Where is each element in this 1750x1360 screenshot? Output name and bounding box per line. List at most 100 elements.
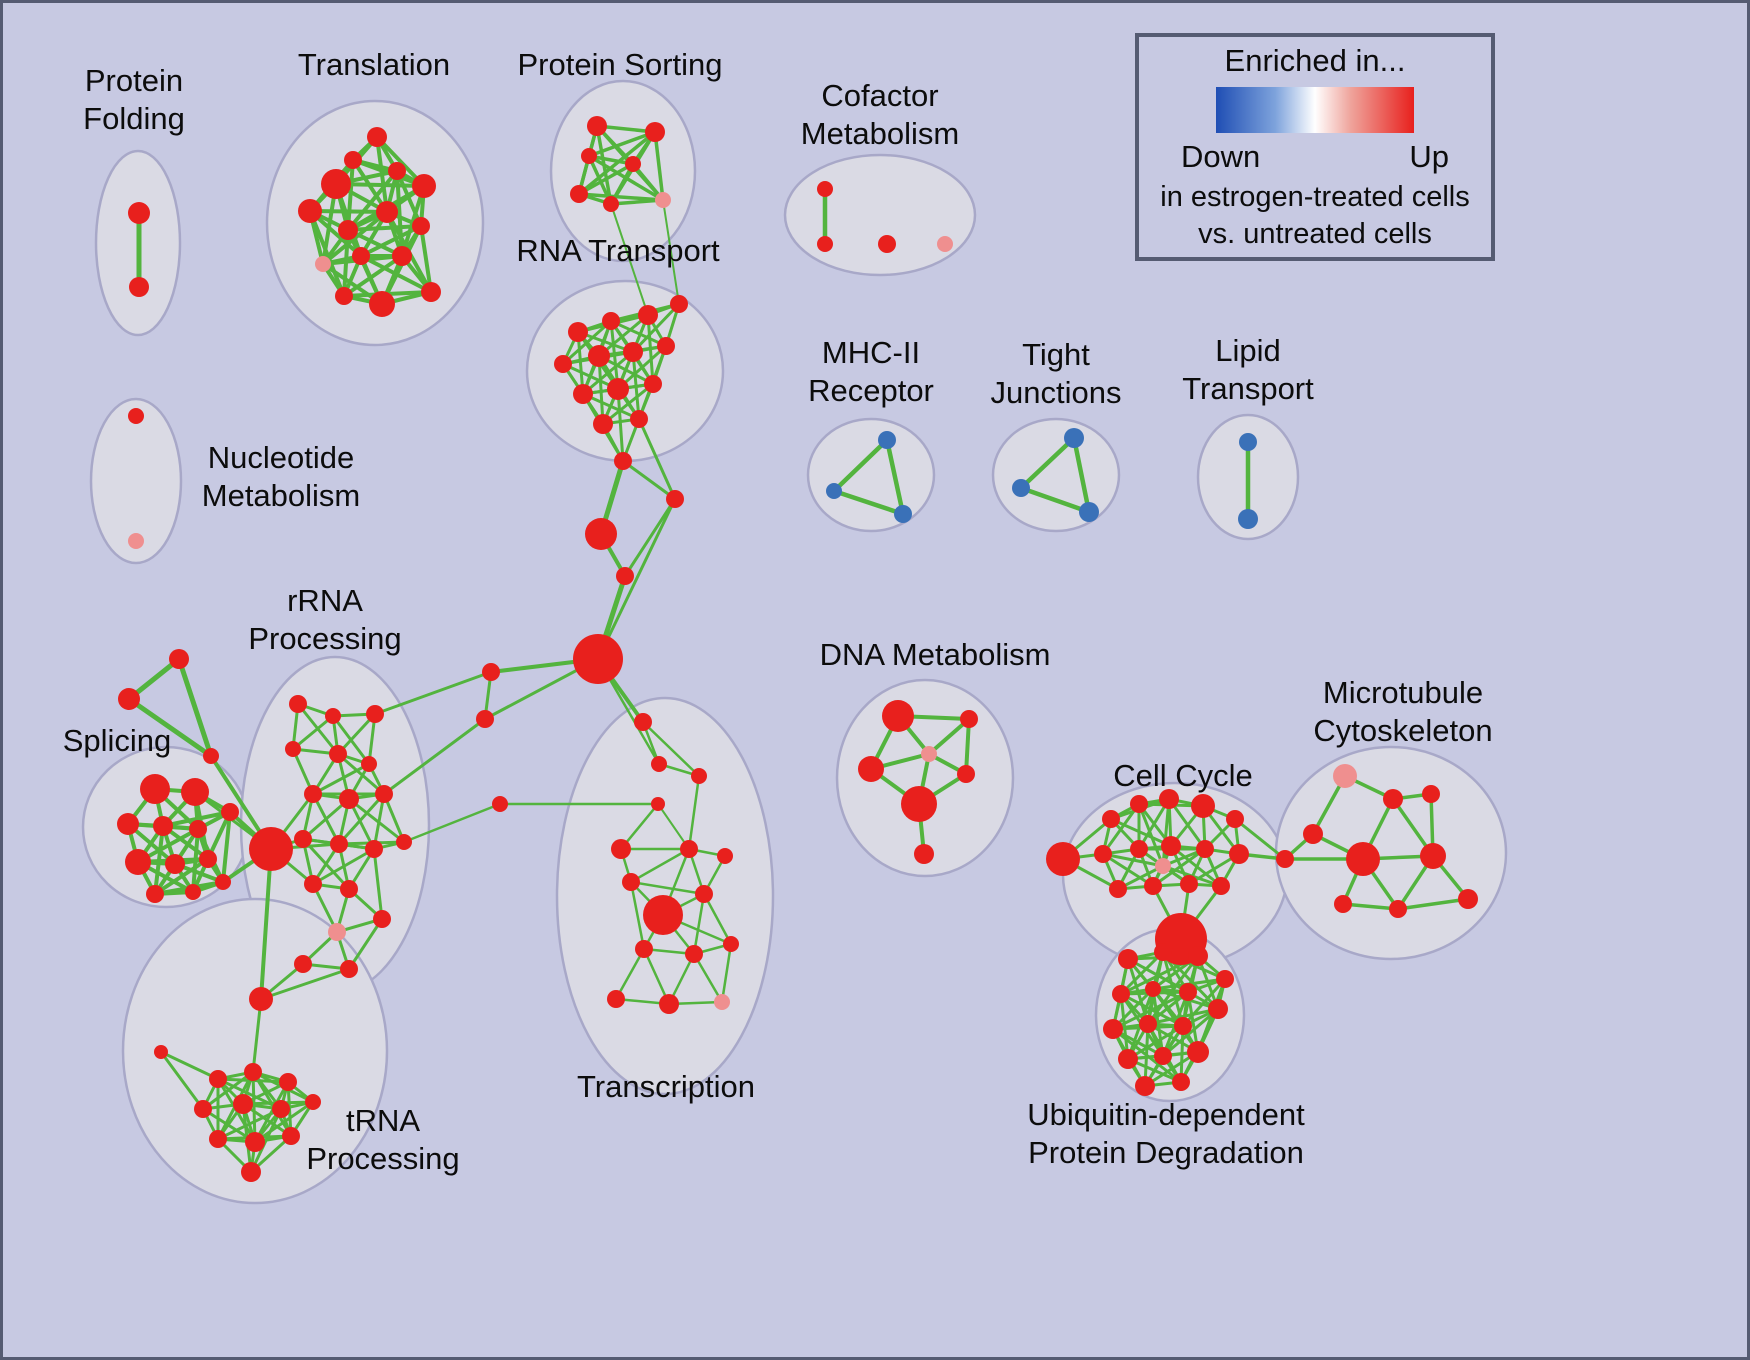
network-edge	[159, 1050, 220, 1081]
gene-set-node-red	[233, 1094, 253, 1114]
network-edge	[259, 847, 273, 1001]
gene-set-node-red	[644, 375, 662, 393]
network-edge	[629, 847, 691, 884]
gene-set-node-red	[375, 785, 393, 803]
network-edge	[831, 488, 906, 517]
gene-set-node-red	[1187, 1041, 1209, 1063]
cluster-ellipse-layer	[81, 79, 1508, 1205]
network-edge	[311, 847, 376, 886]
network-edge	[653, 130, 665, 202]
gene-set-node-red	[339, 789, 359, 809]
legend-subtitle: in estrogen-treated cells vs. untreated …	[1160, 179, 1470, 253]
legend-subtitle-line2: vs. untreated cells	[1198, 218, 1432, 250]
cluster-label-lipid-transport: Transport	[1182, 371, 1314, 406]
cluster-label-transcription: Transcription	[577, 1069, 755, 1104]
gene-set-node-red	[154, 1045, 168, 1059]
gene-set-node-red	[1118, 1049, 1138, 1069]
gene-set-node-red	[1226, 810, 1244, 828]
gene-set-node-red	[670, 295, 688, 313]
gene-set-node-red	[634, 713, 652, 731]
network-edge	[251, 1070, 257, 1144]
gene-set-node-red	[215, 874, 231, 890]
gene-set-node-red	[960, 710, 978, 728]
gene-set-node-red	[305, 1094, 321, 1110]
gene-set-node-red	[1130, 840, 1148, 858]
gene-set-node-red	[1130, 795, 1148, 813]
gene-set-node-red	[1154, 1047, 1172, 1065]
gene-set-node-red	[344, 151, 362, 169]
gene-set-node-red	[603, 196, 619, 212]
gene-set-node-red	[723, 936, 739, 952]
gene-set-node-red	[369, 291, 395, 317]
network-edge	[251, 997, 263, 1074]
network-edge	[561, 319, 613, 366]
gene-set-node-red	[1196, 840, 1214, 858]
network-edge	[1119, 950, 1165, 996]
network-edge	[253, 1100, 315, 1144]
gene-set-node-red	[1303, 824, 1323, 844]
gene-set-node-red	[651, 797, 665, 811]
network-edge	[201, 1070, 255, 1111]
gene-set-node-red	[588, 345, 610, 367]
network-edge	[347, 797, 406, 844]
cluster-label-splicing: Splicing	[63, 723, 172, 758]
legend-gradient-bar	[1216, 87, 1414, 133]
gene-set-node-red	[146, 885, 164, 903]
network-edge	[359, 224, 423, 258]
network-edge	[576, 330, 585, 396]
cluster-label-microtubule-cytoskeleton: Cytoskeleton	[1313, 713, 1492, 748]
network-edge	[577, 162, 635, 196]
network-edge	[1018, 485, 1092, 515]
gene-set-node-red	[616, 567, 634, 585]
network-edge	[629, 880, 646, 951]
gene-set-node-red	[878, 235, 896, 253]
gene-set-node-pink	[937, 236, 953, 252]
gene-set-node-red	[817, 181, 833, 197]
network-edge	[221, 810, 232, 884]
gene-set-node-red	[376, 201, 398, 223]
network-edge	[176, 656, 214, 759]
gene-set-node-red	[625, 156, 641, 172]
gene-set-node-red	[630, 410, 648, 428]
gene-set-node-red	[635, 940, 653, 958]
gene-set-node-red	[272, 1100, 290, 1118]
network-edge	[153, 857, 210, 896]
network-edge	[621, 459, 677, 501]
gene-set-node-red	[1046, 842, 1080, 876]
gene-set-node-red	[1229, 844, 1249, 864]
network-edge	[402, 802, 502, 844]
network-edge	[346, 169, 399, 232]
cluster-label-protein-folding: Folding	[83, 101, 185, 136]
legend-endpoint-labels: Down Up	[1181, 139, 1449, 175]
cluster-ellipse-mhc2-receptor	[806, 417, 936, 533]
gene-set-node-red	[325, 708, 341, 724]
network-edge	[702, 892, 733, 946]
gene-set-node-pink	[1155, 858, 1171, 874]
gene-set-node-red	[1212, 877, 1230, 895]
gene-set-node-red	[1159, 789, 1179, 809]
network-edge	[581, 350, 635, 396]
cluster-label-trna-processing: Processing	[306, 1141, 459, 1176]
gene-set-node-red	[298, 199, 322, 223]
gene-set-node-red	[1154, 943, 1172, 961]
network-edge	[577, 192, 665, 202]
cluster-ellipse-nucleotide-metabolism	[89, 397, 183, 565]
gene-set-node-blue	[826, 483, 842, 499]
network-edge	[631, 302, 681, 354]
network-edge	[642, 947, 671, 1006]
network-edge	[336, 712, 377, 756]
gene-set-node-red	[153, 816, 173, 836]
node-layer	[117, 116, 1478, 1182]
network-edge	[692, 892, 706, 956]
network-edge	[375, 135, 389, 214]
network-edge	[609, 319, 668, 348]
gene-set-node-red	[185, 884, 201, 900]
gene-set-node-red	[209, 1070, 227, 1088]
gene-set-node-red	[279, 1073, 297, 1091]
gene-set-node-red	[1458, 889, 1478, 909]
gene-set-node-red	[476, 710, 494, 728]
gene-set-node-red	[1383, 789, 1403, 809]
gene-set-node-red	[607, 378, 629, 400]
gene-set-node-red	[128, 202, 150, 224]
network-edge	[372, 847, 384, 921]
